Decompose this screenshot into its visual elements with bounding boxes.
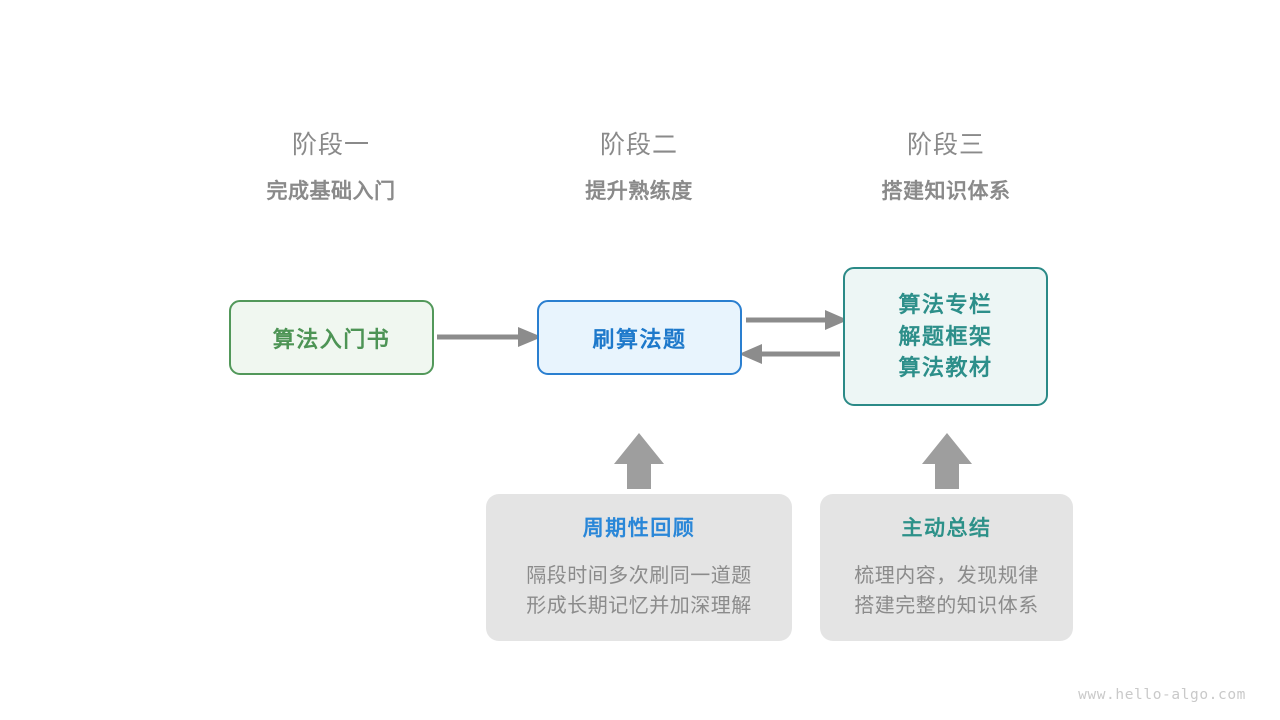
- support-card-periodic-review-title: 周期性回顾: [582, 517, 696, 540]
- arrow-book-to-practice: [437, 327, 542, 347]
- stage-3-subtitle: 搭建知识体系: [881, 180, 1011, 204]
- support-card-active-summary-line-1: 梳理内容，发现规律: [854, 565, 1039, 588]
- node-algorithm-book[interactable]: 算法入门书: [229, 300, 434, 375]
- stage-3-title: 阶段三: [906, 131, 985, 159]
- arrow-practice-to-system: [746, 310, 848, 330]
- support-card-periodic-review-body: 隔段时间多次刷同一道题 形成长期记忆并加深理解: [526, 561, 752, 621]
- stage-1-title: 阶段一: [291, 131, 370, 159]
- stage-header-2: 阶段二 提升熟练度: [509, 130, 769, 206]
- support-card-periodic-review-line-1: 隔段时间多次刷同一道题: [526, 565, 752, 588]
- watermark: www.hello-algo.com: [1078, 687, 1246, 703]
- support-card-active-summary[interactable]: 主动总结 梳理内容，发现规律 搭建完整的知识体系: [820, 494, 1073, 641]
- support-card-active-summary-line-2: 搭建完整的知识体系: [854, 595, 1039, 618]
- arrow-system-to-practice: [739, 344, 840, 364]
- support-card-active-summary-title: 主动总结: [901, 517, 992, 540]
- stage-1-subtitle: 完成基础入门: [266, 180, 396, 204]
- node-knowledge-system-line-2: 解题框架: [898, 323, 993, 349]
- stage-header-1: 阶段一 完成基础入门: [201, 130, 461, 206]
- node-algorithm-book-label: 算法入门书: [272, 326, 391, 352]
- node-knowledge-system[interactable]: 算法专栏 解题框架 算法教材: [843, 267, 1048, 406]
- stage-2-title: 阶段二: [599, 131, 678, 159]
- support-card-active-summary-body: 梳理内容，发现规律 搭建完整的知识体系: [854, 561, 1039, 621]
- arrow-review-to-practice: [614, 433, 664, 489]
- node-practice-problems-label: 刷算法题: [592, 326, 687, 352]
- support-card-periodic-review[interactable]: 周期性回顾 隔段时间多次刷同一道题 形成长期记忆并加深理解: [486, 494, 792, 641]
- stage-header-3: 阶段三 搭建知识体系: [816, 130, 1076, 206]
- node-knowledge-system-line-3: 算法教材: [898, 355, 993, 381]
- arrow-summary-to-system: [922, 433, 972, 489]
- node-knowledge-system-line-1: 算法专栏: [898, 291, 993, 317]
- node-practice-problems[interactable]: 刷算法题: [537, 300, 742, 375]
- stage-2-subtitle: 提升熟练度: [585, 180, 693, 204]
- support-card-periodic-review-line-2: 形成长期记忆并加深理解: [526, 595, 752, 618]
